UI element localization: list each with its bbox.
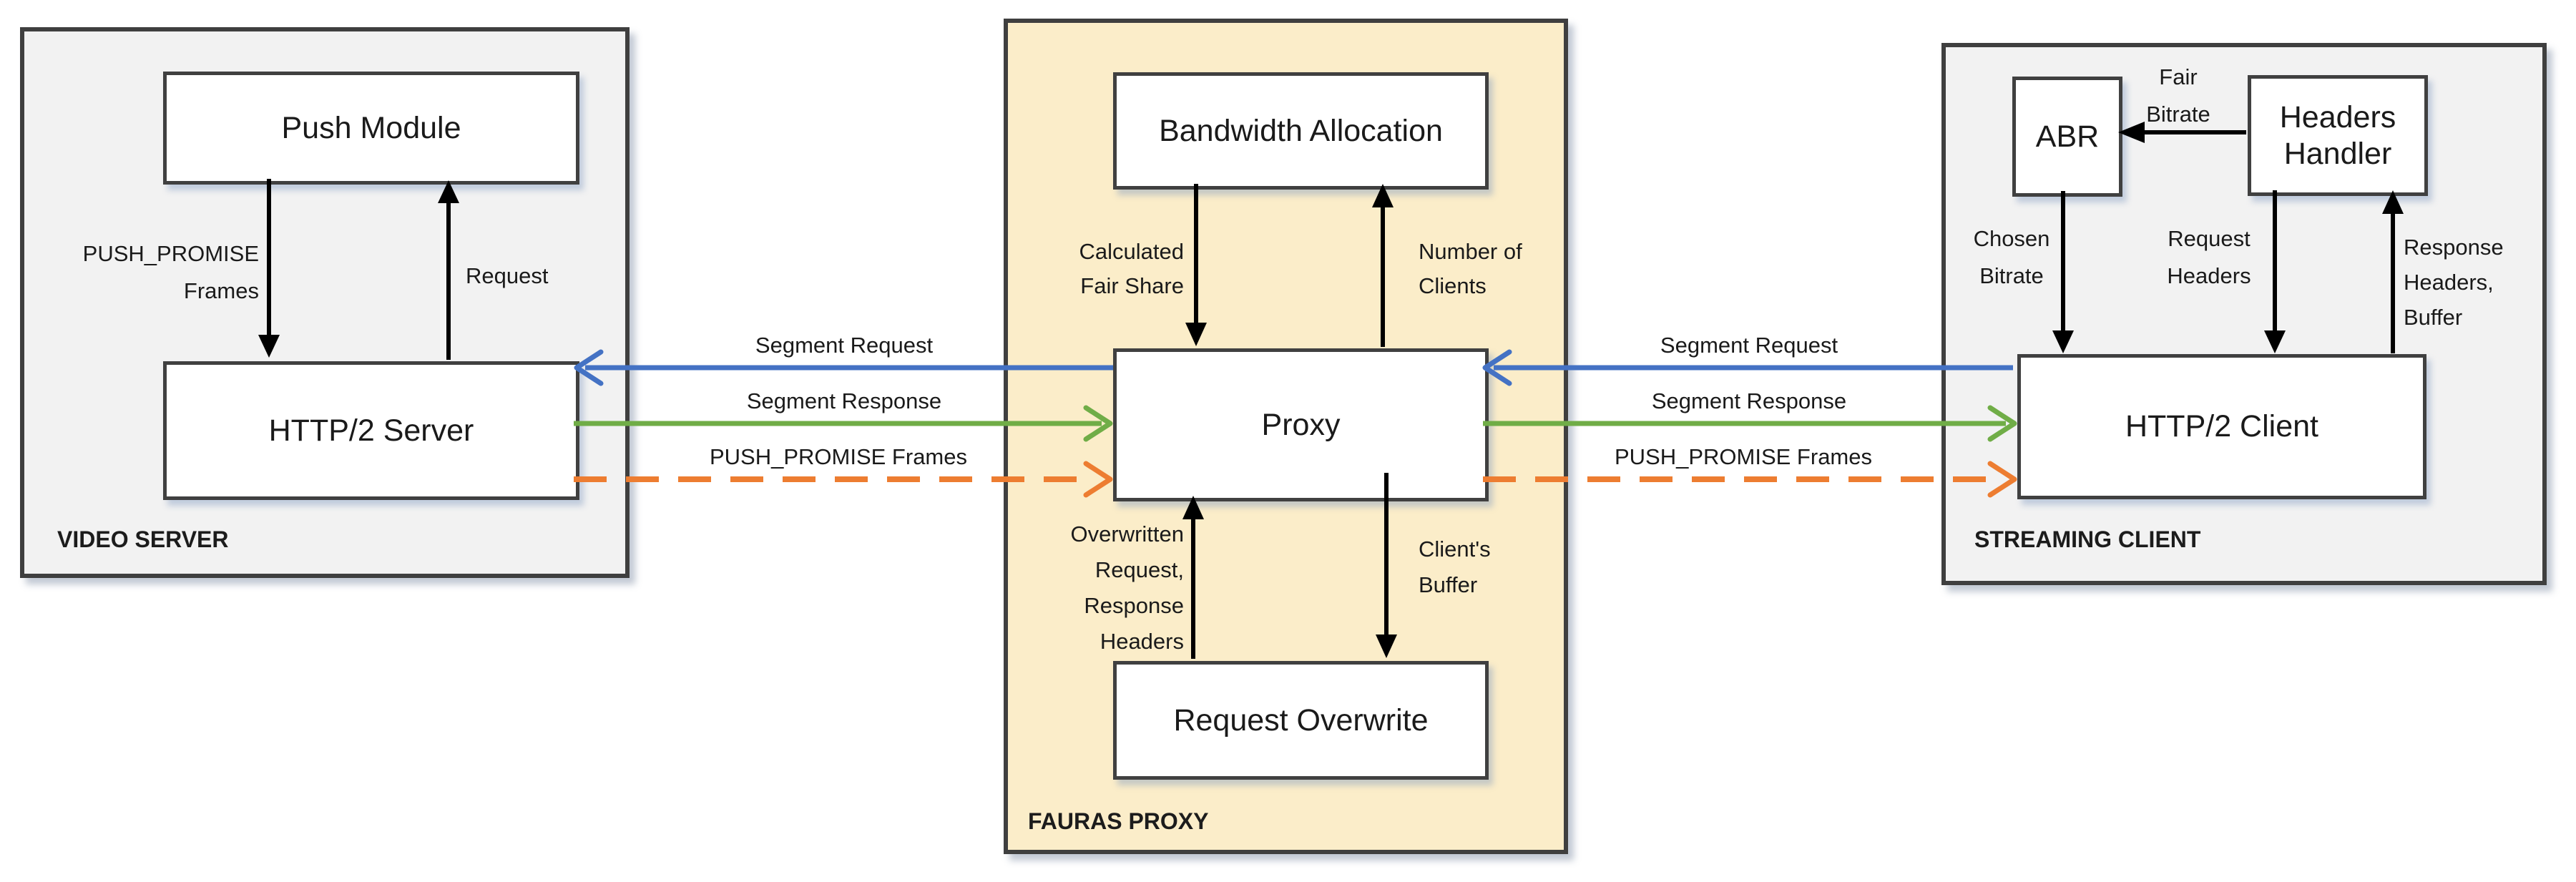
box-push-module: Push Module [163,72,579,185]
container-fauras-proxy: Bandwidth Allocation Proxy Request Overw… [1004,19,1568,854]
box-http2-server-label: HTTP/2 Server [268,413,474,448]
connection-label-segment-response-server: Segment Response [746,388,942,413]
edge-label-calculated-fair-share: Calculated Fair Share [1079,239,1184,298]
container-streaming-client-title: STREAMING CLIENT [1974,526,2201,552]
box-push-module-label: Push Module [281,110,461,145]
box-headers-handler-label: Headers Handler [2279,99,2396,171]
box-request-overwrite-label: Request Overwrite [1173,702,1429,738]
connection-label-push-promise-frames-server: PUSH_PROMISE Frames [709,444,967,469]
box-http2-client: HTTP/2 Client [2017,354,2426,499]
box-abr-label: ABR [2035,119,2100,154]
box-http2-client-label: HTTP/2 Client [2125,409,2318,444]
edge-label-push-promise-frames: PUSH_PROMISE Frames [82,241,259,303]
edge-label-number-of-clients: Number of Clients [1419,239,1522,298]
edge-label-request: Request [466,263,549,288]
connection-label-segment-request-server: Segment Request [755,333,934,358]
connection-label-segment-request-client: Segment Request [1660,333,1838,358]
connection-label-push-promise-frames-client: PUSH_PROMISE Frames [1614,444,1872,469]
edge-label-fair-bitrate: Fair Bitrate [2146,64,2210,127]
box-headers-handler: Headers Handler [2248,75,2428,196]
container-video-server-title: VIDEO SERVER [57,526,229,552]
edge-label-request-headers: Request Headers [2167,226,2251,288]
box-abr: ABR [2012,77,2122,197]
edge-label-chosen-bitrate: Chosen Bitrate [1973,226,2050,288]
container-video-server: Push Module HTTP/2 Server VIDEO SERVER [20,27,630,578]
edge-label-clients-buffer: Client's Buffer [1419,536,1491,597]
box-bandwidth-allocation-label: Bandwidth Allocation [1159,113,1443,148]
box-bandwidth-allocation: Bandwidth Allocation [1113,72,1489,190]
box-http2-server: HTTP/2 Server [163,361,579,500]
box-request-overwrite: Request Overwrite [1113,661,1489,780]
container-fauras-proxy-title: FAURAS PROXY [1028,808,1209,834]
edge-label-overwritten-request-response-headers: Overwritten Request, Response Headers [1070,521,1184,654]
edge-label-response-headers-buffer: Response Headers, Buffer [2404,235,2504,330]
box-proxy: Proxy [1113,348,1489,501]
box-proxy-label: Proxy [1261,407,1341,442]
connection-label-segment-response-client: Segment Response [1651,388,1847,413]
